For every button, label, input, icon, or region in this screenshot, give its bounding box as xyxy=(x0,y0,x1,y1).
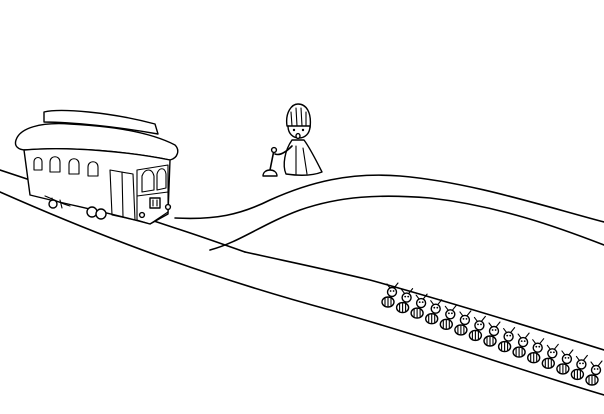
tied-person xyxy=(468,315,486,342)
tied-person xyxy=(497,327,516,353)
trolley-wheel-1 xyxy=(48,199,58,209)
tied-person xyxy=(483,321,501,347)
trolley-door xyxy=(109,169,136,221)
trolley-clerestory xyxy=(43,109,159,135)
trolley-window-1 xyxy=(33,156,43,171)
tied-person xyxy=(395,288,414,314)
tied-person xyxy=(541,343,559,369)
tied-person xyxy=(585,360,603,386)
tied-person xyxy=(570,354,588,381)
rail-branch-upper-b xyxy=(209,195,604,251)
tied-person xyxy=(527,338,545,364)
person-robe xyxy=(283,139,323,177)
trolley-wheel-2 xyxy=(86,206,98,218)
tied-person xyxy=(381,282,399,308)
rail-branch-lower xyxy=(244,251,604,351)
tied-person xyxy=(556,349,574,375)
trolley-front xyxy=(136,164,169,225)
trolley-window-4 xyxy=(87,161,99,177)
rail-main-lower xyxy=(0,191,604,396)
rail-branch-upper-a xyxy=(174,174,604,223)
tied-person xyxy=(512,332,530,358)
lever-base xyxy=(262,169,278,177)
trolley-car xyxy=(14,109,179,225)
trolley-window-3 xyxy=(68,158,80,175)
trolley-window-2 xyxy=(49,156,61,173)
tied-people-group xyxy=(381,282,603,386)
trolley-wheel-3 xyxy=(95,208,107,220)
tied-person xyxy=(454,310,472,336)
lever-person xyxy=(262,103,323,177)
trolley-number-plate xyxy=(149,197,161,209)
person-arm xyxy=(274,145,293,156)
lever-handle xyxy=(269,149,275,171)
tied-person xyxy=(425,299,443,325)
tied-person xyxy=(410,293,428,319)
tied-person xyxy=(439,304,457,330)
person-hair xyxy=(285,103,312,129)
